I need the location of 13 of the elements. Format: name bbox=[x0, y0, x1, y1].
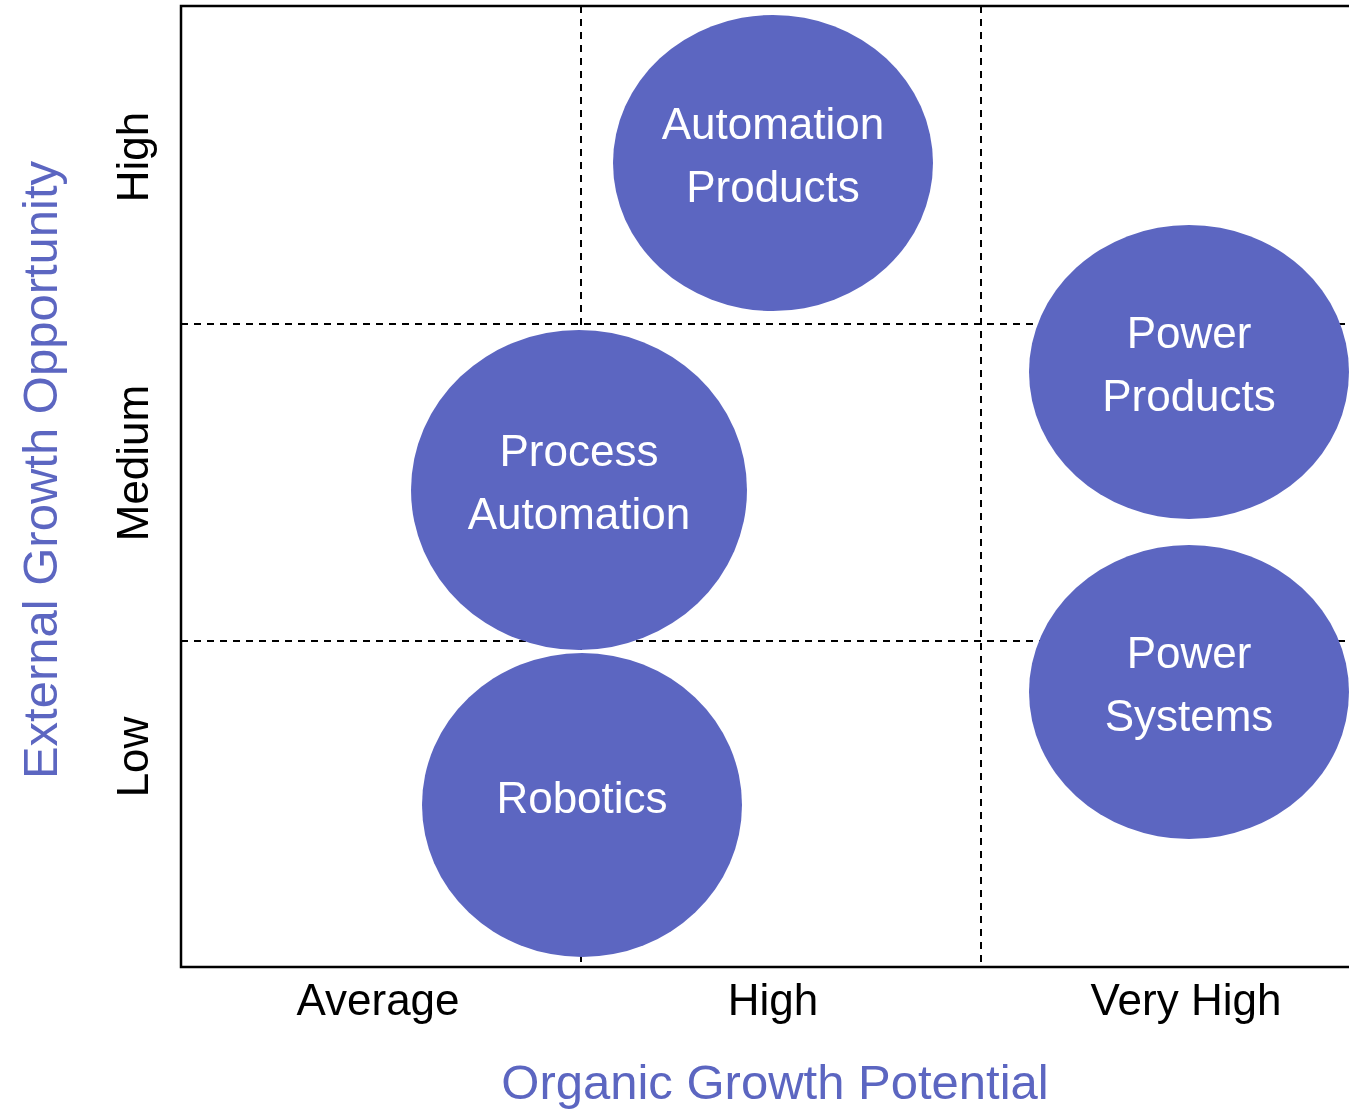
axis-tick-label: High bbox=[111, 111, 155, 203]
axis-tick-label: Low bbox=[111, 716, 155, 798]
axis-title: External Growth Opportunity bbox=[15, 160, 65, 780]
axis-title: Organic Growth Potential bbox=[501, 1057, 1049, 1107]
bubble-label: Automation Products bbox=[660, 98, 886, 213]
bubble-label: Process Automation bbox=[466, 425, 692, 540]
bubble-label: Robotics bbox=[496, 771, 668, 824]
axis-tick-label: Medium bbox=[111, 384, 155, 542]
axis-tick-label: Average bbox=[296, 978, 460, 1022]
bubble-label: Power Products bbox=[1101, 307, 1277, 422]
axis-tick-label: Very High bbox=[1090, 978, 1282, 1022]
bubble-label: Power Systems bbox=[1103, 627, 1275, 742]
axis-tick-label: High bbox=[727, 978, 819, 1022]
